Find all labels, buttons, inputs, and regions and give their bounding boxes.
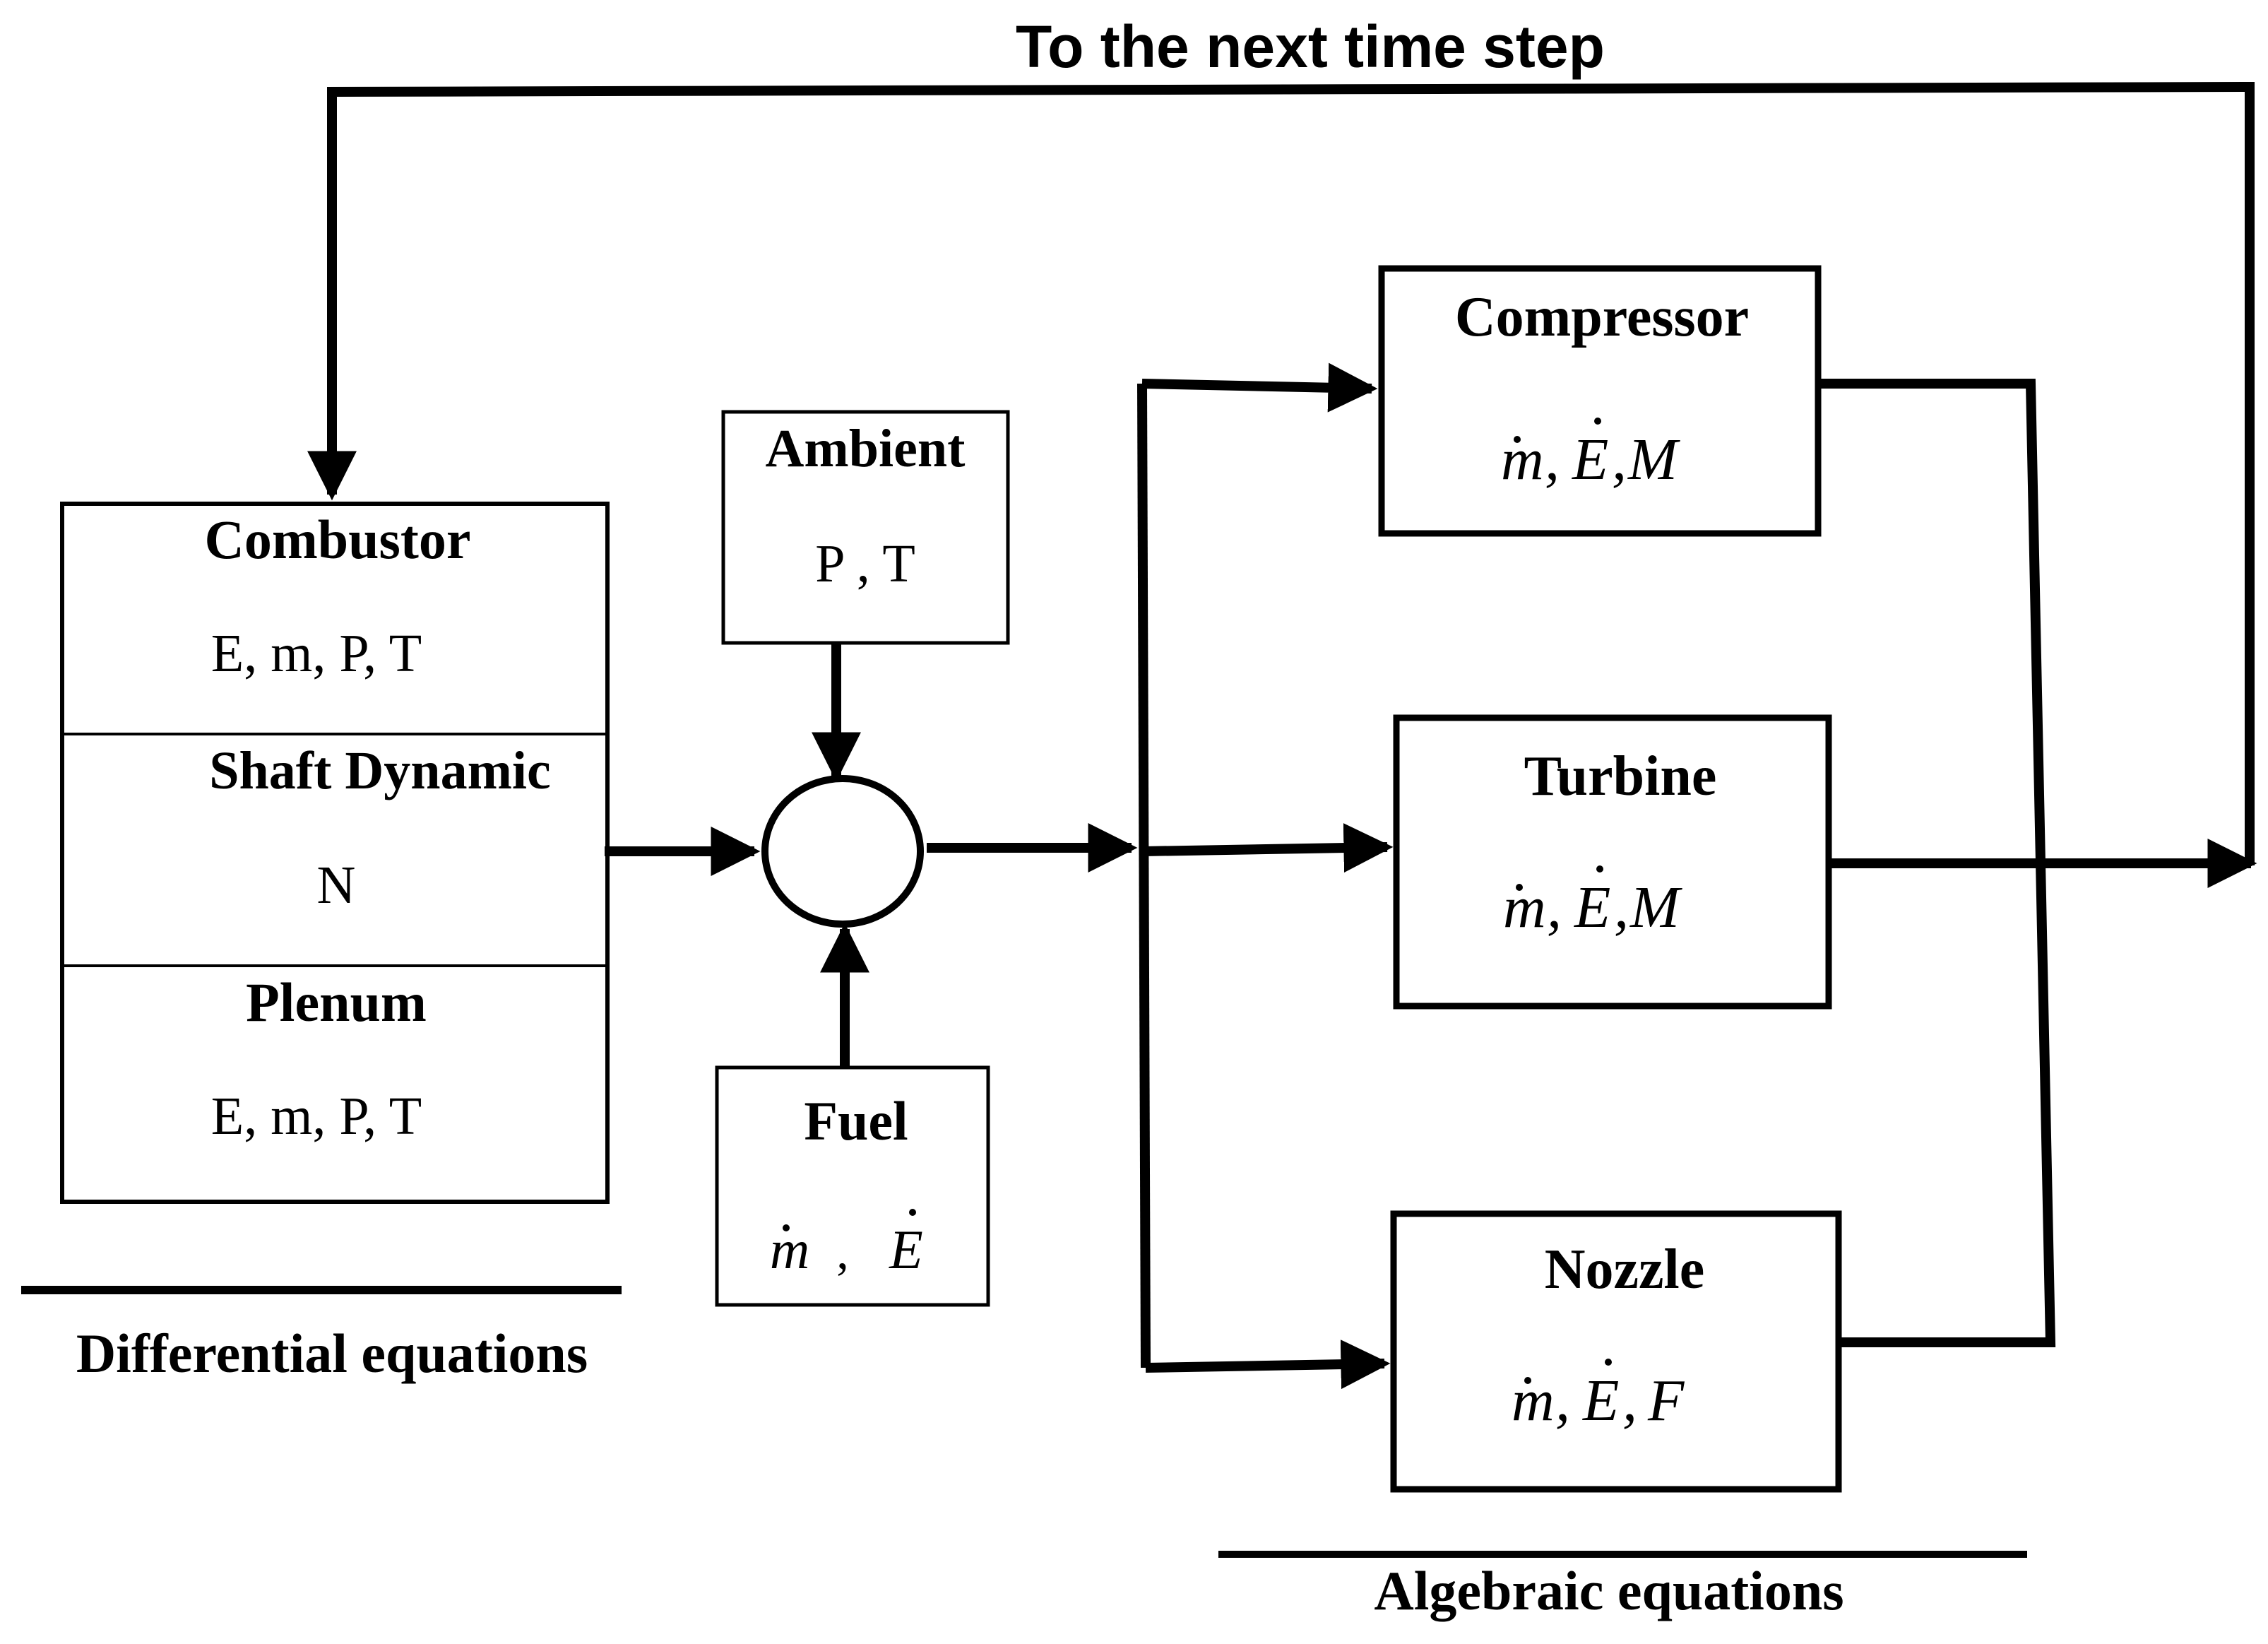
combustor-title: Combustor (204, 509, 470, 570)
compressor-title: Compressor (1455, 286, 1749, 348)
nozzle-e-dot (1605, 1359, 1612, 1366)
summing-junction (761, 775, 924, 928)
plenum-title: Plenum (246, 971, 427, 1033)
combustor-vars: E, m, P, T (211, 624, 422, 683)
turbine-vars: m , E , M (1503, 875, 1682, 940)
turbine-var-m: m (1503, 875, 1546, 940)
fuel-m-dot (783, 1224, 790, 1231)
turbine-comma-2: , (1614, 875, 1629, 940)
nozzle-block: Nozzle m , E , F (1390, 1210, 1842, 1493)
compressor-block: Compressor m , E , M (1378, 265, 1822, 537)
ambient-vars: P , T (815, 534, 915, 593)
turbine-m-dot (1516, 884, 1523, 891)
turbine-title: Turbine (1524, 745, 1717, 808)
turbine-comma-1: , (1547, 875, 1562, 940)
nozzle-vars: m , E , F (1512, 1368, 1685, 1433)
bus-to-turbine-arrow (1143, 823, 1394, 873)
fuel-var-e: E (889, 1219, 923, 1280)
ambient-box (721, 410, 1010, 645)
fuel-block: Fuel m , E (715, 1065, 990, 1307)
nozzle-m-dot (1524, 1377, 1531, 1384)
compressor-box (1378, 265, 1822, 537)
fuel-box (715, 1065, 990, 1307)
fuel-var-m: m (770, 1219, 809, 1280)
compressor-comma-2: , (1612, 427, 1627, 492)
left-caption: Differential equations (76, 1323, 588, 1384)
nozzle-title: Nozzle (1545, 1238, 1705, 1301)
plenum-vars: E, m, P, T (211, 1087, 422, 1146)
turbine-var-3: M (1629, 875, 1682, 940)
turbine-var-e: E (1574, 875, 1610, 940)
bus-to-nozzle-arrow (1145, 1340, 1391, 1390)
turbine-box (1393, 714, 1832, 1010)
ambient-title: Ambient (766, 419, 966, 478)
compressor-var-3: M (1627, 427, 1680, 492)
turbine-e-dot (1596, 865, 1603, 873)
differential-block: Combustor E, m, P, T Shaft Dynamic N Ple… (60, 502, 610, 1204)
feedback-loop-line (327, 81, 2255, 865)
nozzle-var-3: F (1647, 1368, 1685, 1433)
shaft-vars: N (317, 856, 356, 915)
nozzle-box (1390, 1210, 1842, 1493)
right-caption: Algebraic equations (1374, 1560, 1844, 1621)
nozzle-comma-1: , (1555, 1368, 1570, 1433)
compressor-m-dot (1514, 436, 1521, 443)
compressor-var-m: m (1501, 427, 1544, 492)
turbine-block: Turbine m , E , M (1393, 714, 1832, 1010)
nozzle-var-m: m (1512, 1368, 1555, 1433)
compressor-comma-1: , (1545, 427, 1560, 492)
shaft-title: Shaft Dynamic (209, 741, 550, 800)
top-caption: To the next time step (1016, 13, 1605, 80)
fuel-title: Fuel (804, 1090, 908, 1152)
bus-to-compressor-arrow (1141, 362, 1378, 413)
distribution-bus (1137, 383, 1151, 1368)
compressor-e-dot (1594, 418, 1601, 425)
fuel-e-dot (909, 1209, 916, 1216)
ambient-block: Ambient P , T (721, 410, 1010, 645)
nozzle-var-e: E (1582, 1368, 1619, 1433)
fuel-separator: , (836, 1225, 849, 1279)
compressor-vars: m , E , M (1501, 427, 1680, 492)
nozzle-comma-2: , (1622, 1368, 1637, 1433)
compressor-var-e: E (1572, 427, 1608, 492)
left-stack-box (60, 502, 610, 1204)
